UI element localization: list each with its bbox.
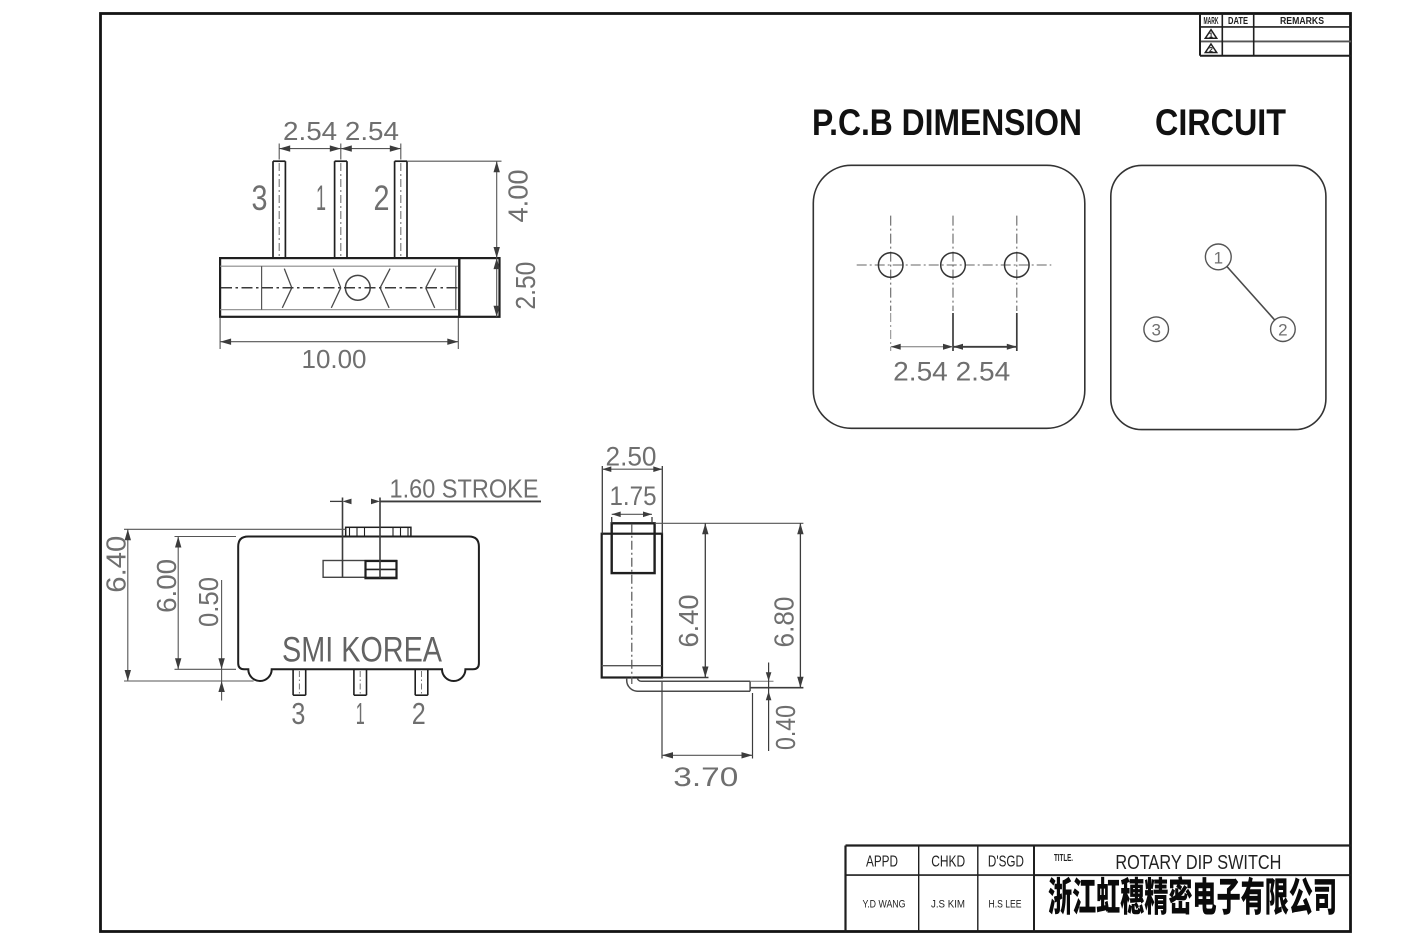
svg-text:2.54 2.54: 2.54 2.54 — [283, 118, 399, 146]
svg-text:3: 3 — [291, 696, 305, 731]
svg-text:3: 3 — [1151, 321, 1160, 340]
svg-text:MARK: MARK — [1204, 15, 1219, 27]
svg-text:2: 2 — [412, 696, 426, 731]
svg-text:DATE: DATE — [1228, 15, 1248, 27]
svg-text:6.80: 6.80 — [769, 597, 800, 648]
svg-text:SMI KOREA: SMI KOREA — [282, 631, 443, 670]
svg-text:D'SGD: D'SGD — [988, 854, 1024, 871]
svg-text:REMARKS: REMARKS — [1280, 15, 1324, 27]
svg-text:6.40: 6.40 — [673, 595, 704, 648]
svg-text:P.C.B DIMENSION: P.C.B DIMENSION — [812, 102, 1082, 143]
svg-text:1.60 STROKE: 1.60 STROKE — [390, 474, 539, 504]
svg-text:H.S LEE: H.S LEE — [989, 899, 1022, 911]
svg-text:J.S KIM: J.S KIM — [931, 899, 965, 911]
svg-text:2.50: 2.50 — [510, 262, 541, 310]
svg-text:3: 3 — [252, 179, 268, 218]
svg-text:2: 2 — [1209, 47, 1213, 54]
svg-text:4.00: 4.00 — [503, 170, 534, 223]
svg-text:2: 2 — [374, 179, 390, 218]
svg-text:0.50: 0.50 — [193, 577, 224, 627]
svg-text:0.40: 0.40 — [770, 705, 801, 750]
svg-text:CHKD: CHKD — [931, 854, 965, 871]
svg-text:APPD: APPD — [866, 854, 898, 871]
svg-text:1.75: 1.75 — [610, 481, 657, 511]
svg-text:1: 1 — [316, 179, 326, 218]
svg-text:1: 1 — [1214, 248, 1223, 267]
svg-text:3.70: 3.70 — [673, 762, 738, 792]
svg-text:10.00: 10.00 — [302, 346, 367, 374]
svg-text:1: 1 — [356, 696, 365, 731]
svg-text:1: 1 — [1209, 33, 1213, 40]
svg-text:TITLE.: TITLE. — [1054, 853, 1073, 864]
svg-text:Y.D WANG: Y.D WANG — [863, 899, 906, 911]
svg-text:2.54 2.54: 2.54 2.54 — [893, 357, 1010, 387]
svg-text:2: 2 — [1278, 321, 1287, 340]
svg-text:6.40: 6.40 — [101, 536, 132, 593]
svg-text:2.50: 2.50 — [606, 442, 657, 472]
svg-text:6.00: 6.00 — [151, 559, 182, 613]
svg-text:CIRCUIT: CIRCUIT — [1155, 102, 1286, 143]
svg-text:ROTARY DIP SWITCH: ROTARY DIP SWITCH — [1115, 851, 1281, 874]
